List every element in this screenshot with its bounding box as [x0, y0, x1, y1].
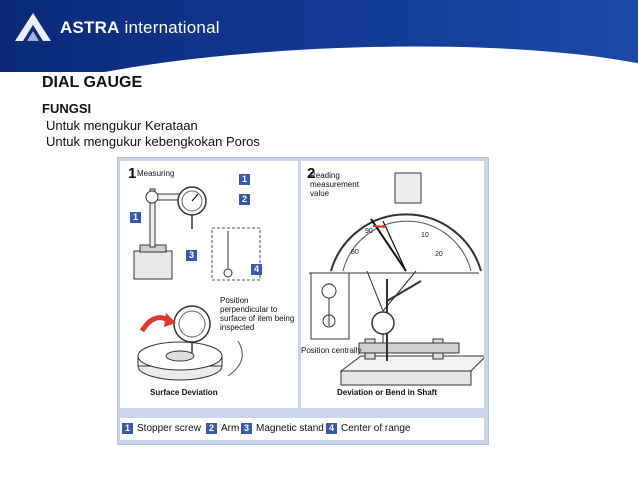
legend-badge: 2	[206, 423, 217, 434]
callout-badge: 3	[186, 250, 197, 261]
legend-item: 3 Magnetic stand	[241, 423, 324, 434]
dial-gauge-stand-illustration	[133, 186, 261, 381]
svg-text:90: 90	[365, 228, 373, 235]
legend-label: Center of range	[341, 423, 411, 434]
position-perpendicular-note: Position perpendicular to surface of ite…	[220, 296, 295, 332]
astra-logo-icon	[15, 13, 51, 41]
slide-header: ASTRA international	[0, 0, 638, 72]
shaft-deviation-caption: Deviation or Bend in Shaft	[337, 388, 438, 397]
function-line: Untuk mengukur Kerataan	[46, 118, 198, 133]
legend-label: Stopper screw	[137, 423, 201, 434]
legend-badge: 3	[241, 423, 252, 434]
svg-text:10: 10	[421, 232, 429, 239]
header-swoosh	[0, 33, 638, 72]
callout-badge: 1	[130, 212, 141, 223]
legend-badge: 1	[122, 423, 133, 434]
figure-legend: 1 Stopper screw 2 Arm 3 Magnetic stand 4…	[120, 418, 484, 440]
brand-name: ASTRA international	[60, 18, 220, 37]
svg-text:20: 20	[435, 251, 443, 258]
legend-item: 1 Stopper screw	[122, 423, 201, 434]
legend-label: Arm	[221, 423, 240, 434]
legend-item: 2 Arm	[206, 423, 239, 434]
reading-measurement-label: Reading measurement value	[310, 171, 359, 198]
function-line: Untuk mengukur kebengkokan Poros	[46, 134, 260, 149]
slide-title: DIAL GAUGE	[42, 74, 143, 91]
callout-badge: 2	[239, 194, 250, 205]
panel-shaft-deviation: 90 10 80 20 2 Reading measurement value …	[301, 161, 488, 408]
surface-deviation-caption: Surface Deviation	[150, 388, 218, 397]
measuring-label: Measuring	[137, 169, 175, 178]
legend-badge: 4	[326, 423, 337, 434]
position-centrally-label: Position centrally	[301, 346, 362, 355]
legend-item: 4 Center of range	[326, 423, 411, 434]
slide-subtitle: FUNGSI	[42, 101, 92, 116]
panel-number: 2	[307, 165, 316, 182]
legend-label: Magnetic stand	[256, 423, 324, 434]
panel-number: 1	[128, 165, 137, 182]
callout-badge: 4	[251, 264, 262, 275]
dial-reading-illustration: 90 10 80 20	[309, 172, 488, 386]
svg-text:80: 80	[351, 249, 359, 256]
callout-badge: 1	[239, 174, 250, 185]
panel-surface-deviation: 1 Measuring 1 2 1 3 4 Position perpendic…	[120, 161, 298, 408]
